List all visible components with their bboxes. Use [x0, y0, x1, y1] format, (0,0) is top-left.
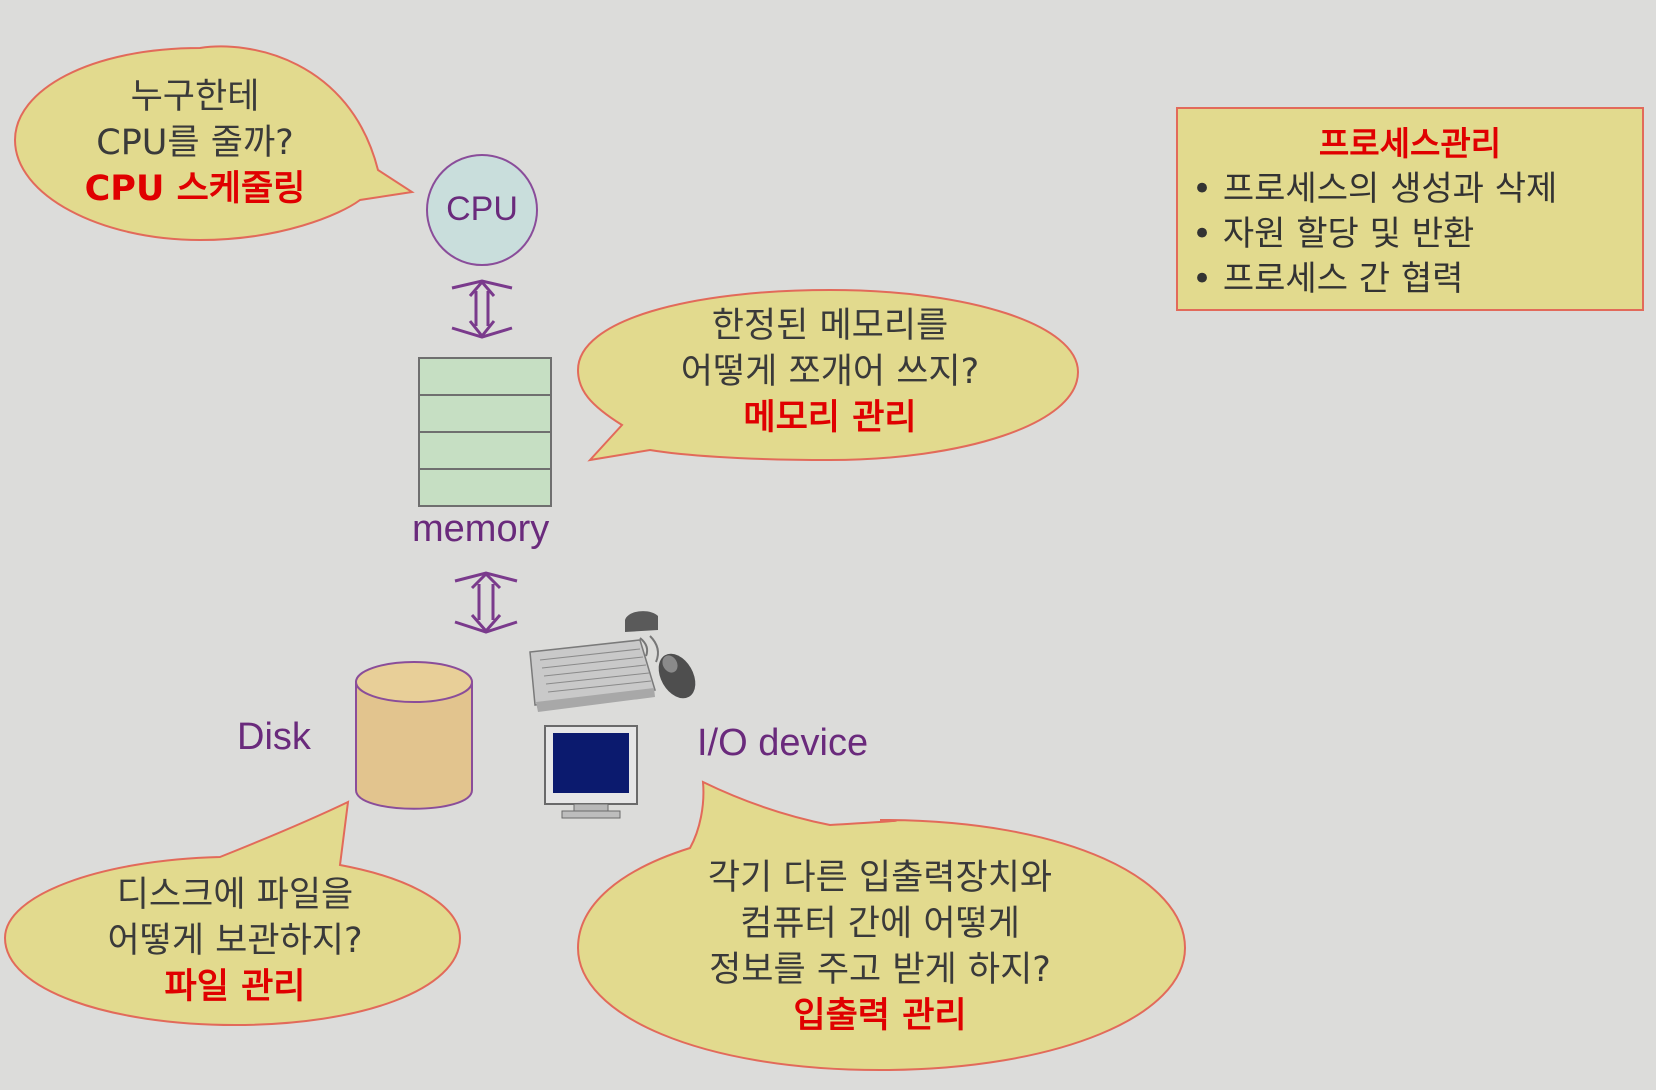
mouse-icon	[658, 653, 696, 699]
list-item: 자원 할당 및 반환	[1192, 212, 1557, 257]
disk-speech-bubble	[3, 800, 462, 1027]
disk-label: Disk	[237, 716, 311, 758]
disk-cylinder-icon	[355, 661, 473, 810]
cpu-label: CPU	[446, 190, 518, 228]
cpu-bubble-line2: CPU를 줄까?	[96, 123, 294, 163]
io-device-label: I/O device	[697, 722, 869, 764]
memory-management-label: 메모리 관리	[743, 398, 917, 438]
keyboard-icon	[529, 639, 656, 712]
cpu-bubble-text: 누구한테 CPU를 줄까? CPU 스케줄링	[70, 74, 320, 212]
io-bubble-line1: 각기 다른 입출력장치와	[707, 858, 1053, 898]
io-bubble-text: 각기 다른 입출력장치와 컴퓨터 간에 어떻게 정보를 주고 받게 하지? 입출…	[680, 855, 1080, 1039]
cpu-scheduling-label: CPU 스케줄링	[84, 169, 306, 209]
cpu-circle	[426, 154, 538, 266]
list-item: 프로세스 간 협력	[1192, 257, 1557, 302]
memory-bubble-text: 한정된 메모리를 어떻게 쪼개어 쓰지? 메모리 관리	[640, 303, 1020, 441]
disk-bubble-line2: 어떻게 보관하지?	[107, 921, 363, 961]
memory-device-double-arrow-icon	[454, 571, 518, 634]
memory-speech-bubble	[576, 288, 1080, 462]
memory-label: memory	[412, 508, 550, 550]
list-item: 프로세스의 생성과 삭제	[1192, 167, 1557, 212]
cpu-memory-double-arrow-icon	[451, 279, 513, 339]
io-bubble-line3: 정보를 주고 받게 하지?	[709, 950, 1051, 990]
io-speech-bubble	[576, 780, 1187, 1072]
process-management-box: 프로세스관리 프로세스의 생성과 삭제 자원 할당 및 반환 프로세스 간 협력	[1176, 107, 1644, 311]
cpu-bubble-line1: 누구한테	[130, 77, 260, 117]
disk-bubble-text: 디스크에 파일을 어떻게 보관하지? 파일 관리	[70, 872, 400, 1010]
io-management-label: 입출력 관리	[793, 996, 967, 1036]
process-management-list: 프로세스의 생성과 삭제 자원 할당 및 반환 프로세스 간 협력	[1192, 167, 1557, 302]
process-management-title: 프로세스관리	[1318, 124, 1502, 163]
cpu-speech-bubble	[13, 45, 415, 242]
file-management-label: 파일 관리	[164, 967, 306, 1007]
monitor-icon	[544, 725, 638, 819]
memory-bubble-line2: 어떻게 쪼개어 쓰지?	[680, 352, 980, 392]
memory-bubble-line1: 한정된 메모리를	[711, 306, 949, 346]
disk-bubble-line1: 디스크에 파일을	[116, 875, 354, 915]
memory-stack	[418, 357, 552, 507]
io-bubble-line2: 컴퓨터 간에 어떻게	[740, 904, 1020, 944]
wireless-receiver-icon	[625, 611, 659, 663]
